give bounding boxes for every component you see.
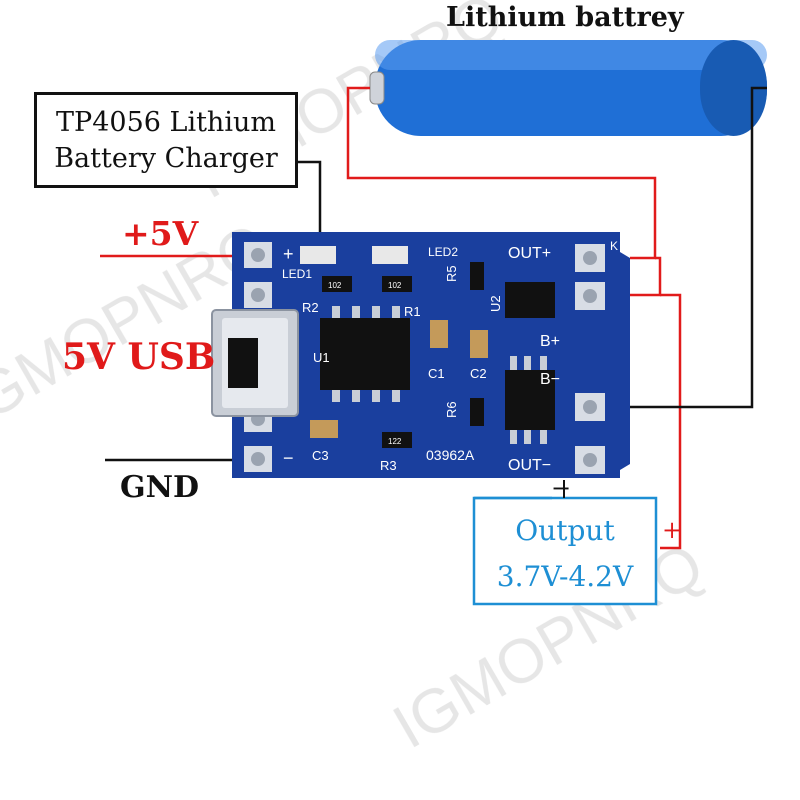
silk-out-minus: OUT− bbox=[508, 457, 551, 474]
silk-c1: C1 bbox=[428, 366, 445, 381]
output-plus-label: + bbox=[662, 516, 683, 544]
silk-u2: U2 bbox=[488, 295, 503, 312]
silk-r-val-102a: 102 bbox=[328, 281, 342, 290]
silk-b-minus: B− bbox=[540, 371, 560, 388]
silk-r-val-122: 122 bbox=[388, 437, 402, 446]
black-wires bbox=[105, 86, 767, 462]
silk-r3: R3 bbox=[380, 458, 397, 473]
charger-callout-line1: TP4056 Lithium bbox=[56, 107, 276, 138]
silk-c2: C2 bbox=[470, 366, 487, 381]
silk-r5: R5 bbox=[444, 265, 459, 282]
usb-label: 5V USB bbox=[62, 336, 216, 378]
silk-led2: LED2 bbox=[428, 245, 458, 259]
output-box bbox=[472, 496, 658, 606]
silk-pin-minus: − bbox=[283, 448, 294, 468]
gnd-label: GND bbox=[120, 470, 200, 505]
silk-u1: U1 bbox=[313, 350, 330, 365]
silk-r1: R1 bbox=[404, 304, 421, 319]
silk-led1: LED1 bbox=[282, 267, 312, 281]
plus5v-label: +5V bbox=[122, 214, 199, 253]
battery-label: Lithium battrey bbox=[446, 2, 684, 33]
output-box-line2: 3.7V-4.2V bbox=[496, 560, 634, 593]
silk-k: K bbox=[610, 239, 618, 253]
silk-r-val-102b: 102 bbox=[388, 281, 402, 290]
silk-c3: C3 bbox=[312, 448, 329, 463]
tp4056-board: LED1 LED2 R2 R1 R3 R5 R6 C1 C2 C3 U1 U2 … bbox=[211, 232, 630, 478]
silk-b-plus: B+ bbox=[540, 333, 560, 350]
charger-callout: TP4056 Lithium Battery Charger bbox=[34, 92, 298, 188]
silk-r6: R6 bbox=[444, 401, 459, 418]
lithium-battery bbox=[369, 40, 767, 136]
silk-r2: R2 bbox=[302, 300, 319, 315]
output-minus-label: − bbox=[551, 474, 572, 502]
silk-out-plus: OUT+ bbox=[508, 245, 551, 262]
silk-code: 03962A bbox=[426, 447, 475, 463]
charger-callout-line2: Battery Charger bbox=[54, 143, 278, 174]
red-wires bbox=[100, 86, 682, 550]
silk-pin-plus: + bbox=[283, 244, 294, 264]
output-box-line1: Output bbox=[515, 514, 615, 547]
